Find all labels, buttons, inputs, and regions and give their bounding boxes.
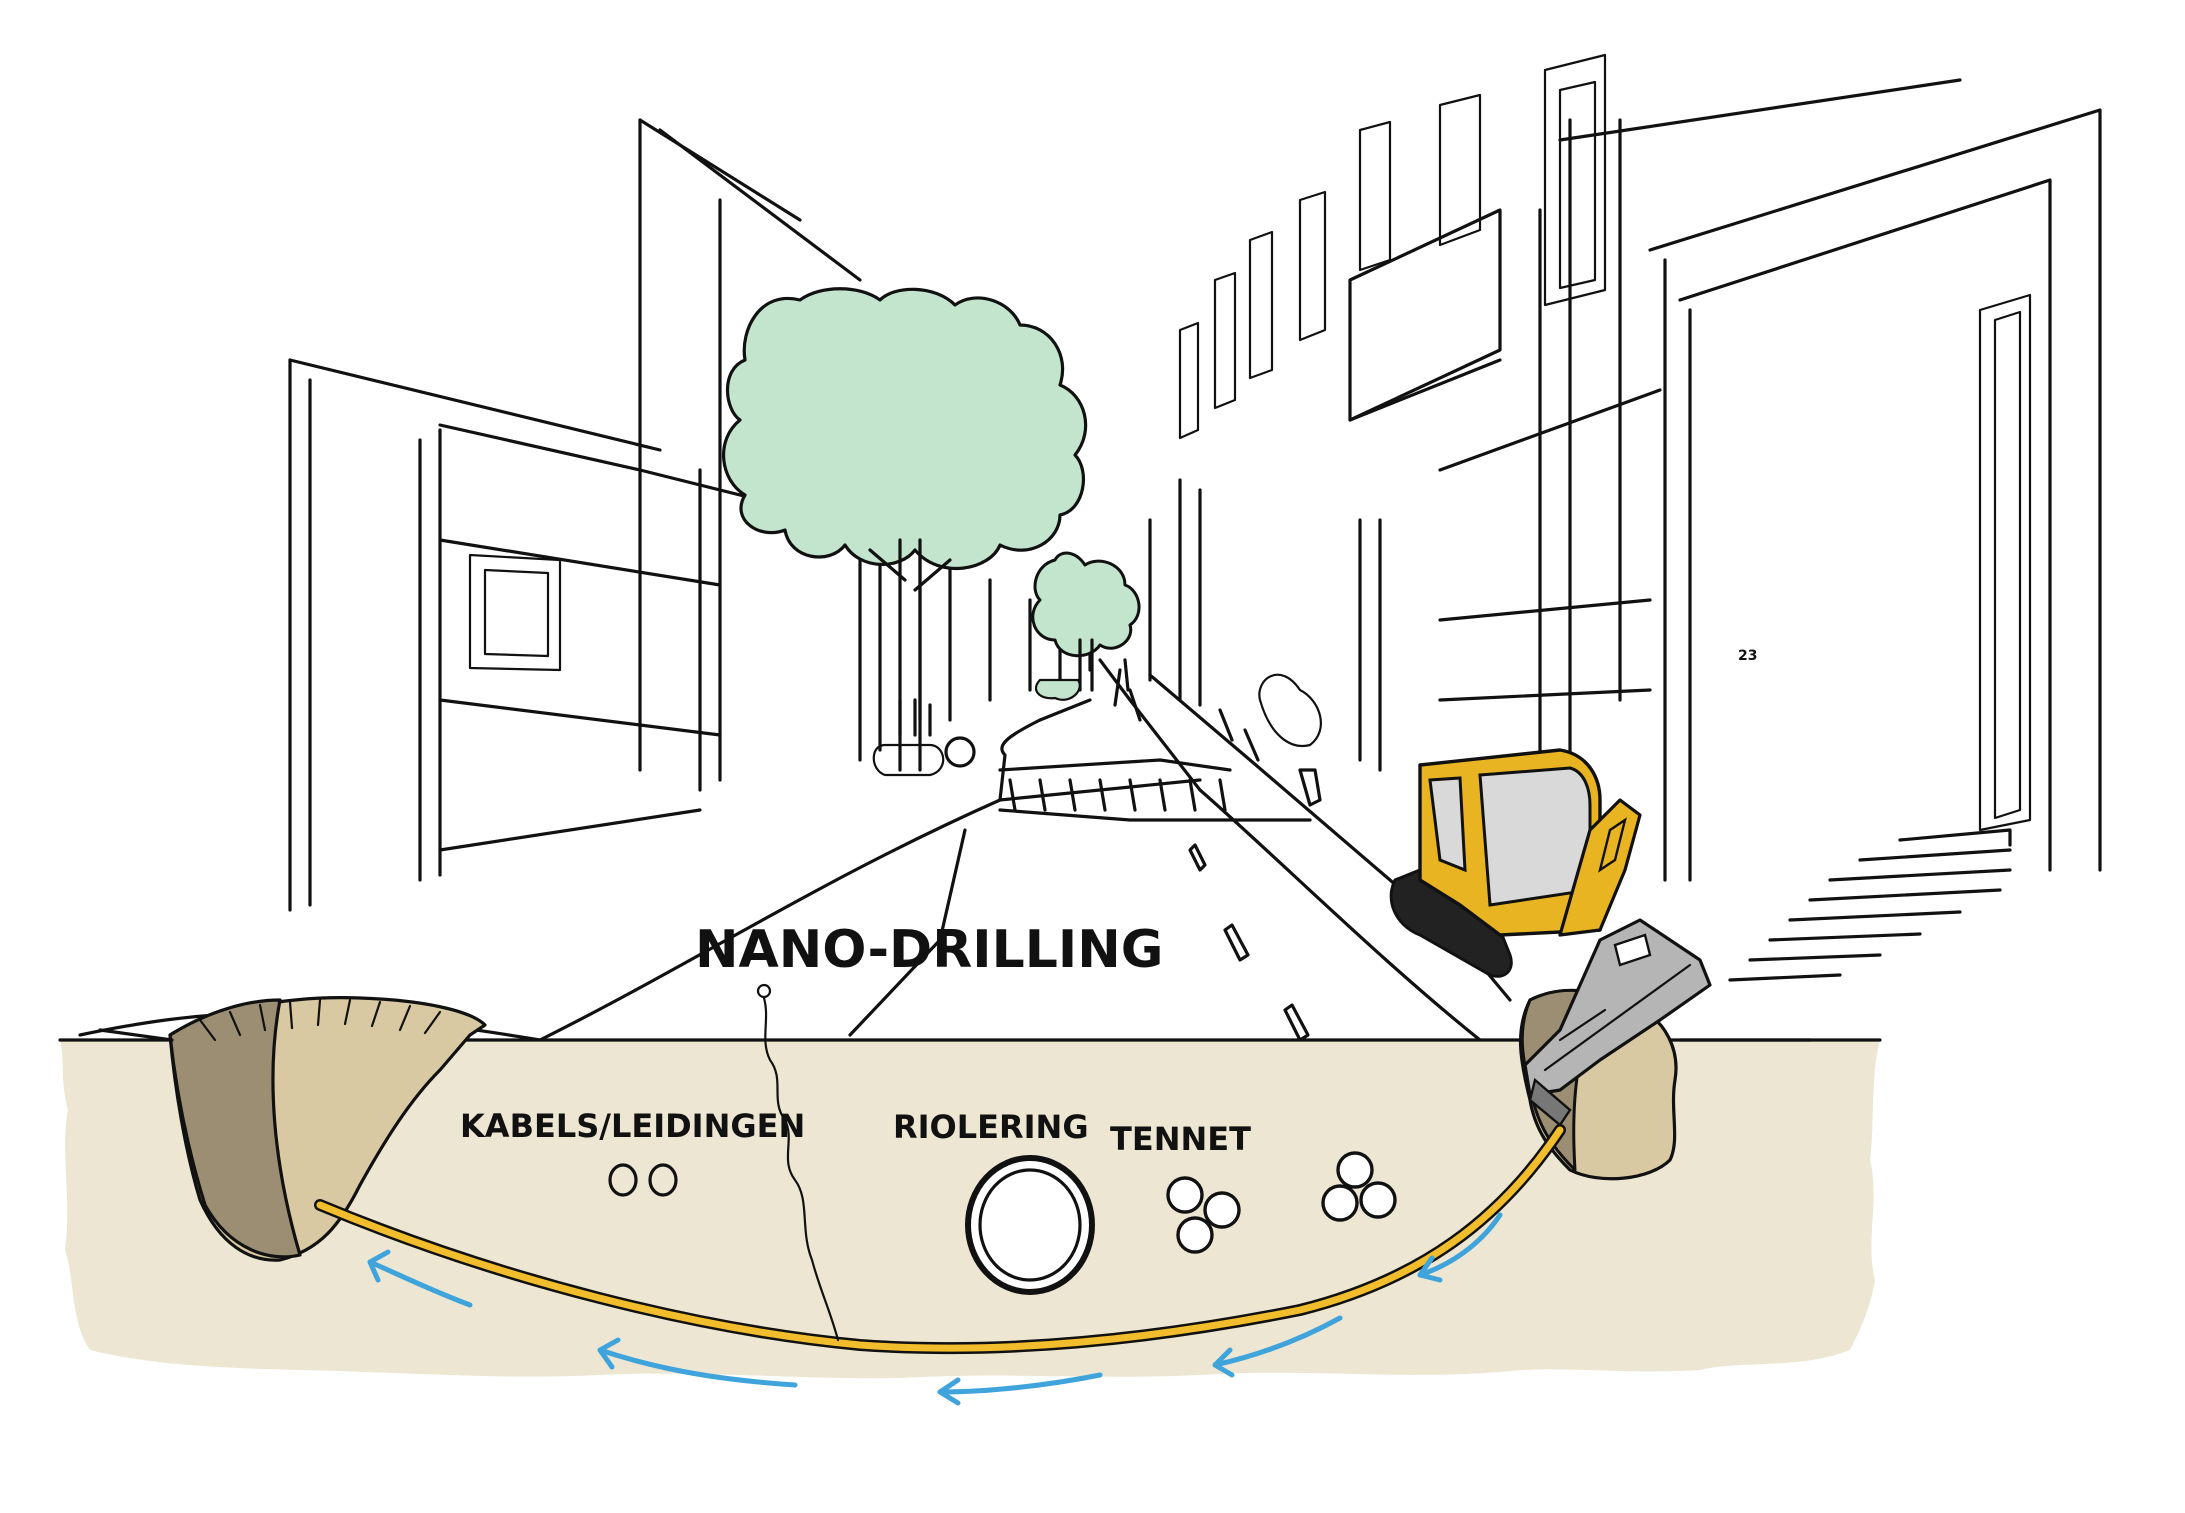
sewer-label: RIOLERING bbox=[893, 1108, 1089, 1146]
road bbox=[80, 660, 1510, 1040]
house-number: 23 bbox=[1738, 648, 1757, 664]
title-label: NANO-DRILLING bbox=[695, 920, 1163, 980]
cables-label: KABELS/LEIDINGEN bbox=[460, 1107, 805, 1145]
tree-icon bbox=[724, 289, 1086, 770]
sewer-pipe bbox=[968, 1158, 1092, 1292]
tennet-label: TENNET bbox=[1110, 1120, 1251, 1158]
tree-icon bbox=[1033, 553, 1139, 700]
parked-items bbox=[874, 675, 1321, 775]
